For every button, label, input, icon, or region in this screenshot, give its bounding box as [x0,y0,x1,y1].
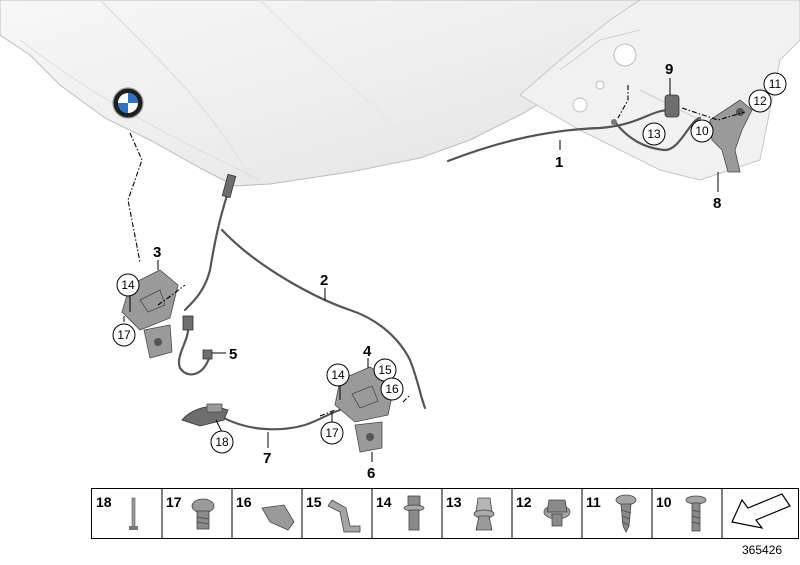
hood-latch-right [334,366,396,453]
release-lever-assembly [664,94,753,173]
callout-circle-12: 12 [748,89,772,113]
callout-circle-17-left: 17 [112,323,136,347]
svg-text:16: 16 [236,494,252,510]
reference-number: 365426 [742,543,782,557]
bowden-cable-2 [183,173,427,410]
svg-text:15: 15 [306,494,322,510]
svg-text:16: 16 [385,382,399,396]
callout-7: 7 [263,450,271,467]
callout-circle-10: 10 [690,119,714,143]
svg-text:11: 11 [769,77,782,91]
callouts-plain: 1 2 3 4 5 6 7 8 9 [153,61,721,482]
svg-text:12: 12 [516,494,532,510]
expansion-rivet-icon [473,497,495,531]
callout-leaders [123,78,719,462]
svg-text:18: 18 [215,435,229,449]
svg-text:11: 11 [586,494,601,510]
parts-cell-13: 13 [446,494,495,531]
callout-circle-14-left: 14 [116,273,140,297]
callout-circle-11: 11 [763,72,787,96]
direction-arrow-icon [731,493,791,529]
callout-circle-13: 13 [642,122,666,146]
svg-text:17: 17 [166,494,182,510]
svg-text:14: 14 [121,278,135,292]
svg-text:17: 17 [325,426,339,440]
svg-text:12: 12 [753,94,767,108]
release-handle [181,403,229,427]
callout-circle-14-right: 14 [326,363,350,387]
callouts-circled: 10 11 12 13 14 14 15 16 [112,72,787,454]
callout-circle-16: 16 [380,377,404,401]
hood-contact-switch [177,315,213,376]
assembly-lines [127,85,746,417]
callout-circle-18: 18 [210,430,234,454]
bent-clip-icon [261,504,295,531]
callout-2: 2 [320,272,328,289]
bmw-logo [112,87,144,119]
tapping-screw-icon [615,494,637,533]
svg-text:14: 14 [331,368,345,382]
svg-text:13: 13 [446,494,462,510]
round-head-bolt-icon [191,498,215,530]
svg-text:10: 10 [656,494,672,510]
callout-8: 8 [713,195,721,212]
engine-hood [0,0,641,187]
torx-screw-icon [685,495,707,532]
svg-text:18: 18 [96,494,112,510]
flange-nut-icon [543,499,571,527]
parts-strip: 18 17 16 15 [91,488,799,539]
bowden-cable-1 [446,108,702,163]
parts-cell-10: 10 [656,494,707,532]
parts-cell-17: 17 [166,494,215,530]
parts-cell-14: 14 [376,494,425,531]
callout-9: 9 [665,61,673,78]
svg-text:17: 17 [117,328,131,342]
rivet-pin-icon [129,497,138,530]
parts-cell-direction [731,493,791,529]
parts-cell-12: 12 [516,494,571,527]
callout-6: 6 [367,465,375,482]
parts-cell-11: 11 [586,494,637,533]
parts-cell-15: 15 [306,494,361,533]
spring-clip-icon [327,499,361,533]
callout-4: 4 [363,343,372,360]
parts-cell-18: 18 [96,494,138,530]
callout-1: 1 [555,154,563,171]
callout-circle-17-right: 17 [320,421,344,445]
svg-text:15: 15 [378,363,392,377]
parts-cell-16: 16 [236,494,295,531]
callout-5: 5 [229,346,237,363]
bowden-cable-7 [213,408,342,431]
svg-text:14: 14 [376,494,392,510]
callout-3: 3 [153,244,161,261]
svg-text:13: 13 [647,127,661,141]
hex-bolt-washer-icon [403,495,425,531]
svg-text:10: 10 [695,124,709,138]
